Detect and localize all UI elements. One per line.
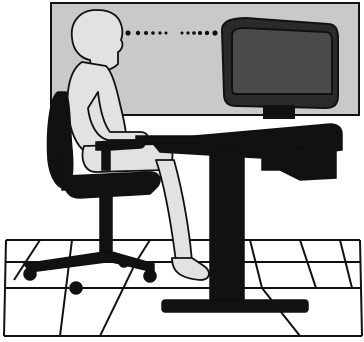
chair-wheel bbox=[24, 268, 36, 280]
desk-pedestal bbox=[210, 150, 244, 304]
chair-wheel bbox=[70, 282, 82, 294]
chair-seat bbox=[65, 172, 160, 198]
monitor-screen bbox=[232, 28, 332, 94]
chair-base bbox=[24, 252, 154, 272]
keyboard-tray bbox=[136, 136, 206, 144]
chair-wheel bbox=[144, 270, 156, 282]
monitor bbox=[222, 18, 338, 118]
chair-wheel bbox=[119, 257, 129, 267]
desk-side-panel bbox=[262, 146, 336, 180]
monitor-stand bbox=[264, 106, 294, 118]
desk bbox=[136, 124, 342, 312]
chair-column bbox=[100, 196, 112, 256]
desk-foot bbox=[162, 300, 308, 312]
person-lower-leg bbox=[156, 160, 192, 262]
